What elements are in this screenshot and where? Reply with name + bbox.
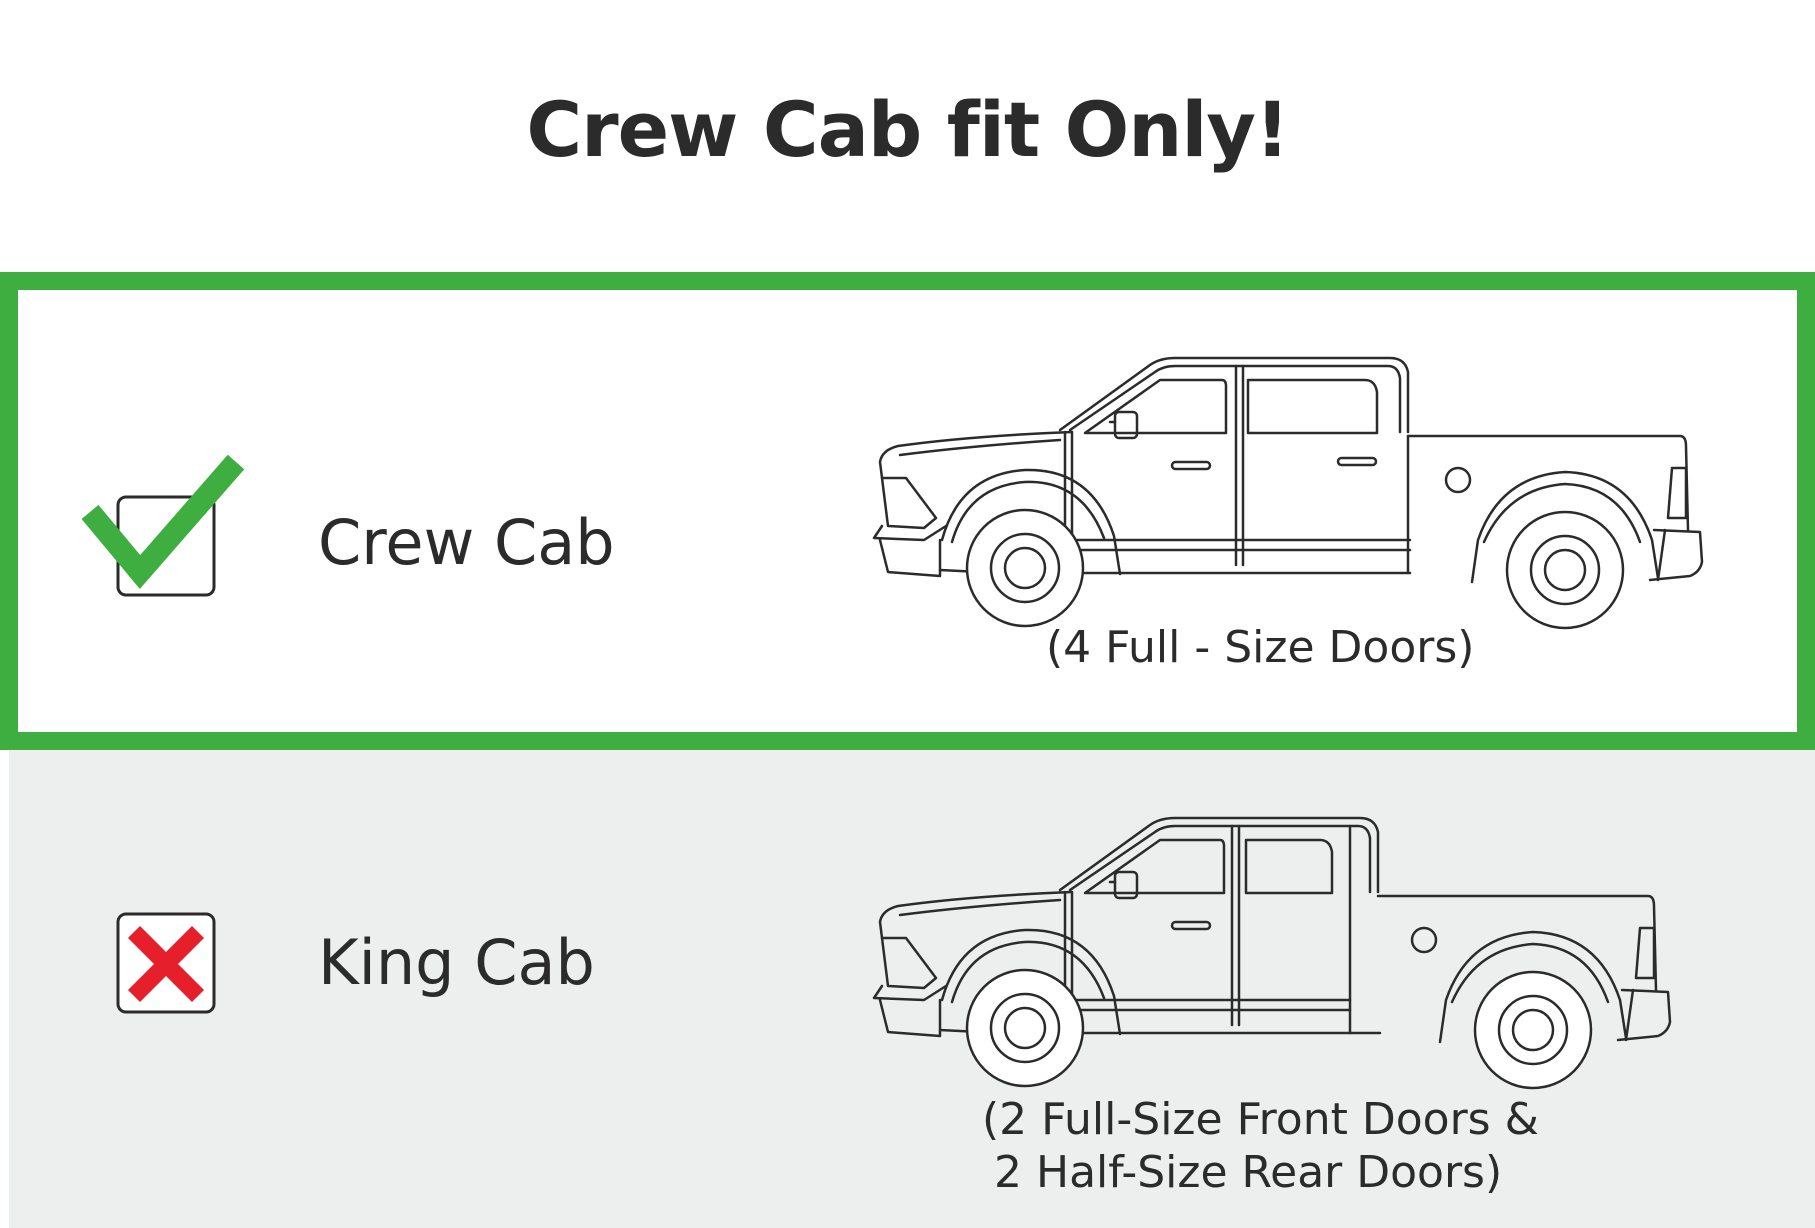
king-cab-caption: (2 Full-Size Front Doors & 2 Half-Size R… <box>982 1094 1539 1200</box>
crew-cab-truck-icon <box>860 350 1710 630</box>
x-mark-icon <box>127 925 205 1003</box>
page-title: Crew Cab fit Only! <box>526 85 1289 174</box>
checkmark-icon <box>81 454 245 589</box>
king-cab-label: King Cab <box>318 926 595 999</box>
king-cab-caption-line-1: (2 Full-Size Front Doors & <box>982 1094 1539 1145</box>
crew-cab-caption: (4 Full - Size Doors) <box>1046 622 1474 675</box>
x-mark-checkbox <box>116 912 216 1014</box>
checkmark-checkbox <box>81 452 248 602</box>
king-cab-caption-line-2: 2 Half-Size Rear Doors) <box>994 1146 1503 1198</box>
king-cab-truck-icon <box>860 810 1680 1090</box>
crew-cab-caption-line: (4 Full - Size Doors) <box>1046 622 1475 673</box>
crew-cab-label: Crew Cab <box>318 506 615 579</box>
crew-cab-panel <box>0 272 1815 750</box>
